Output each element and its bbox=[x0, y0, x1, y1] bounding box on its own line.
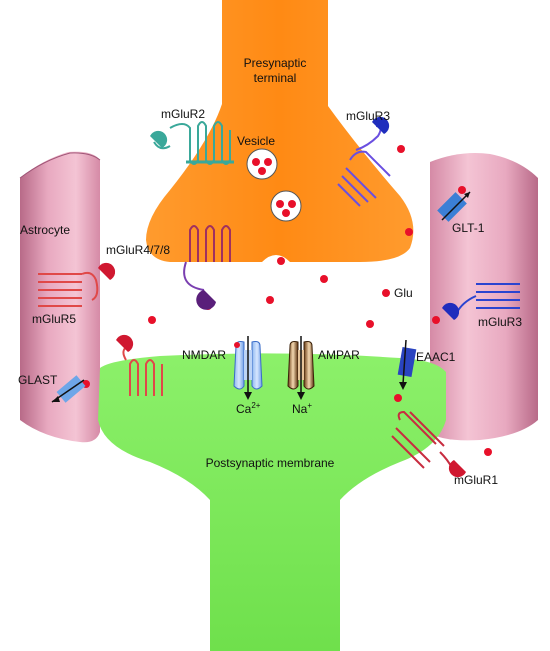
calcium-ion-label: Ca2+ bbox=[236, 401, 261, 416]
mglur3-astro-ligand-site bbox=[442, 302, 460, 320]
sodium-ion-label: Na+ bbox=[292, 401, 312, 416]
mglur3-pre-receptor bbox=[337, 125, 391, 207]
ampar-receptor bbox=[287, 336, 315, 400]
eaac1-transporter bbox=[397, 339, 417, 390]
glutamate-dot bbox=[458, 186, 466, 194]
sodium-ion-base: Na bbox=[292, 402, 308, 416]
presynaptic-label-line1: Presynaptic bbox=[244, 56, 307, 70]
ampar-label: AMPAR bbox=[318, 348, 360, 362]
vesicle-label: Vesicle bbox=[237, 134, 275, 148]
mglur2-receptor bbox=[153, 121, 234, 165]
sodium-ion-charge: + bbox=[307, 401, 312, 410]
mglur2-ligand-site bbox=[150, 130, 168, 148]
mglur478-label: mGluR4/7/8 bbox=[106, 243, 170, 257]
glutamate-dot bbox=[366, 320, 374, 328]
mglur3-astro-label: mGluR3 bbox=[478, 315, 522, 329]
nmdar-receptor bbox=[233, 336, 263, 400]
mglur478-ligand-site bbox=[196, 290, 216, 310]
presynaptic-label-line2: terminal bbox=[254, 71, 297, 85]
mglur1-ligand-site bbox=[448, 460, 466, 478]
mglur3-pre-ligand-site bbox=[372, 116, 390, 134]
mglur5-ligand-site bbox=[98, 262, 116, 280]
mglur-post-left-ligand-site bbox=[116, 334, 134, 352]
calcium-ion-charge: 2+ bbox=[251, 401, 260, 410]
glutamate-dot bbox=[432, 316, 440, 324]
glutamate-dot bbox=[484, 448, 492, 456]
glutamate-dot bbox=[382, 289, 390, 297]
astrocyte-left bbox=[19, 151, 101, 443]
mglur5-receptor bbox=[38, 271, 99, 307]
glutamate-dot bbox=[266, 296, 274, 304]
astrocyte-label: Astrocyte bbox=[20, 223, 70, 237]
mglur478-receptor bbox=[183, 225, 231, 291]
glutamate-dot bbox=[277, 257, 285, 265]
glast-label: GLAST bbox=[18, 373, 58, 387]
glutamate-dot bbox=[320, 275, 328, 283]
astrocyte-right bbox=[430, 153, 538, 441]
mglur1-label: mGluR1 bbox=[454, 473, 498, 487]
vesicle-1 bbox=[246, 148, 278, 180]
glutamate-dot bbox=[397, 145, 405, 153]
postsynaptic-membrane bbox=[98, 353, 446, 651]
mglur-post-left-receptor bbox=[122, 345, 163, 396]
mglur5-label: mGluR5 bbox=[32, 312, 76, 326]
glutamate-dot bbox=[394, 394, 402, 402]
glt1-transporter bbox=[437, 191, 471, 222]
vesicle-2 bbox=[270, 190, 302, 222]
presynaptic-terminal bbox=[146, 0, 414, 262]
glast-transporter bbox=[51, 375, 86, 403]
calcium-ion-base: Ca bbox=[236, 402, 252, 416]
postsynaptic-label: Postsynaptic membrane bbox=[206, 456, 335, 470]
glu-label: Glu bbox=[394, 286, 413, 300]
eaac1-label: EAAC1 bbox=[416, 350, 456, 364]
glutamate-dot bbox=[148, 316, 156, 324]
glutamate-dot bbox=[405, 228, 413, 236]
glt1-label: GLT-1 bbox=[452, 221, 485, 235]
mglur3-pre-label: mGluR3 bbox=[346, 109, 390, 123]
nmdar-label: NMDAR bbox=[182, 348, 226, 362]
mglur2-label: mGluR2 bbox=[161, 107, 205, 121]
